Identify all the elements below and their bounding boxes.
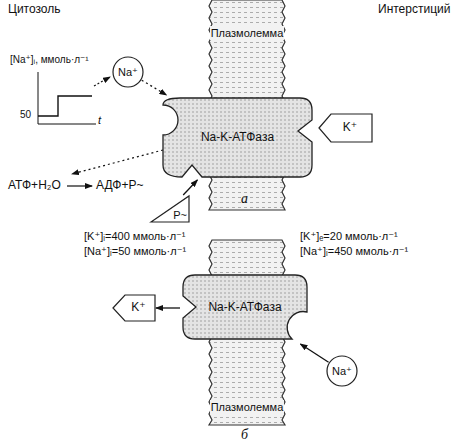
node-text: Na-K-АТФаза [208, 301, 281, 314]
axis-label: t [98, 114, 101, 127]
pump-protein: Na-K-АТФаза [160, 95, 315, 180]
concentration-label: [Na⁺]ᵢ=450 ммоль·л⁻¹ [300, 245, 408, 258]
shape-outline [319, 114, 372, 142]
region-label: Цитозоль [8, 3, 61, 17]
node-text: Na-K-АТФаза [201, 131, 274, 144]
shape-outline [113, 295, 155, 321]
shape-outline [183, 275, 307, 339]
concentration-label: [K⁺]ᵢ=400 ммоль·л⁻¹ [84, 230, 186, 243]
node-text: K⁺ [131, 301, 145, 314]
graph-axis-label: [Na⁺]ᵢ, ммоль·л⁻¹ [10, 54, 89, 66]
region-label: Интерстиций [378, 3, 450, 17]
transport-arrow [156, 307, 180, 308]
ion-circle: Na⁺ [326, 355, 358, 387]
panel-letter: б [241, 427, 248, 443]
transport-arrow [142, 80, 167, 95]
step-curve [38, 96, 92, 116]
panel-letter: а [241, 191, 248, 207]
shape-outline [151, 196, 189, 222]
ion-arrow-shape: K⁺ [112, 294, 156, 322]
axis-value: 50 [20, 109, 31, 121]
shape-outline [113, 57, 143, 87]
pump-protein: Na-K-АТФаза [180, 272, 310, 344]
shape-outline [327, 356, 357, 386]
node-text: K⁺ [343, 121, 357, 134]
reaction-text: АТФ+H₂O [8, 179, 61, 193]
concentration-label: [Na⁺]ᵢ=50 ммоль·л⁻¹ [84, 245, 186, 258]
node-text: P~ [173, 209, 187, 221]
reaction-arrow [67, 185, 92, 186]
ion-circle: Na⁺ [112, 56, 144, 88]
node-text: Na⁺ [332, 365, 352, 377]
node-text: Na⁺ [118, 66, 138, 78]
ion-arrow-shape: K⁺ [318, 113, 373, 143]
transport-arrow [300, 344, 328, 362]
concentration-label: [K⁺]ₑ=20 ммоль·л⁻¹ [300, 230, 398, 243]
dotted-arrow [94, 77, 110, 86]
phosphate-triangle: P~ [150, 195, 190, 223]
dotted-arrow [72, 150, 163, 174]
node-text: Плазмолемма [210, 26, 285, 40]
node-text: Плазмолемма [210, 400, 285, 414]
shape-outline [163, 98, 312, 177]
reaction-text: АДФ+P~ [96, 179, 143, 193]
graph-axis [38, 124, 96, 125]
transport-arrow [183, 180, 197, 195]
